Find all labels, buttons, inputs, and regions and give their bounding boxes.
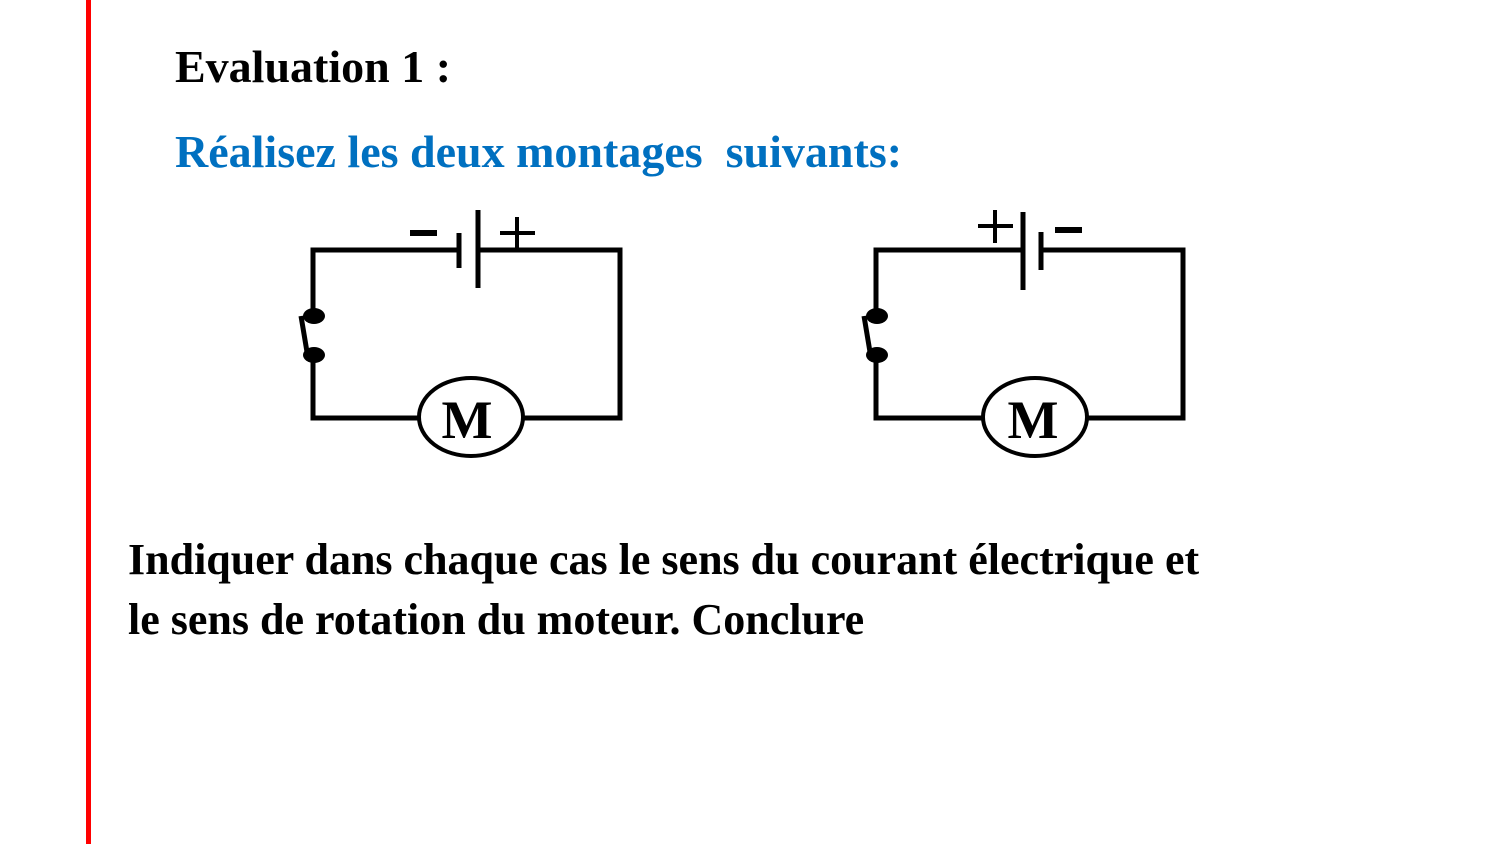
motor-2 [981, 376, 1089, 458]
battery-1-plus-sign [500, 217, 535, 248]
motor-1-label: M [442, 390, 493, 450]
motor-1 [417, 376, 525, 458]
circuit-2 [861, 210, 1186, 458]
circuit-1-wire [310, 247, 623, 421]
switch-1 [298, 308, 325, 363]
instruction-line-2: le sens de rotation du moteur. Conclure [128, 595, 865, 644]
slide-subtitle: Réalisez les deux montages suivants: [175, 126, 903, 177]
switch-2 [861, 308, 888, 363]
motor-2-label: M [1008, 390, 1059, 450]
battery-2-plus-sign [978, 210, 1013, 243]
instruction-text: Indiquer dans chaque cas le sens du cour… [128, 530, 1428, 650]
instruction-line-1: Indiquer dans chaque cas le sens du cour… [128, 535, 1200, 584]
circuit-2-wire [873, 247, 1186, 421]
slide-title: Evaluation 1 : [175, 41, 452, 92]
red-margin-line [86, 0, 91, 844]
circuit-1 [298, 210, 623, 458]
